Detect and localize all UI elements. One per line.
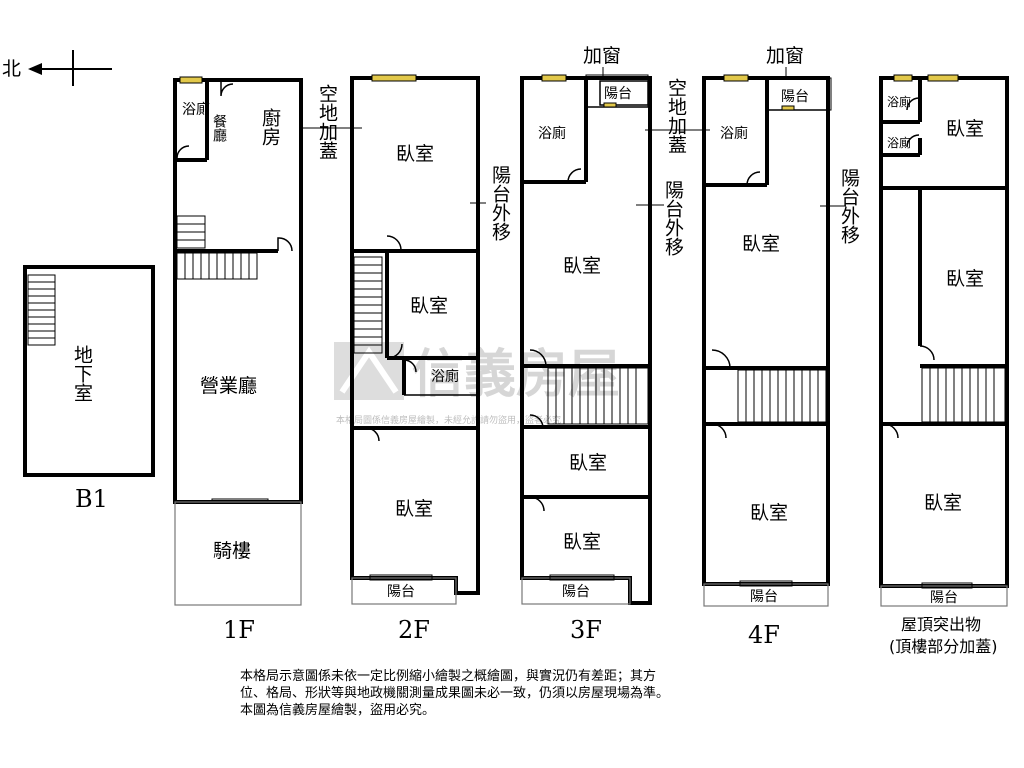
floor-rooftop: 浴廁 浴廁 臥室 臥室 臥室 陽台 屋頂突出物 (頂樓部分加蓋) (879, 74, 1009, 656)
annotation-balcony-moved-3f: 陽台外移 (636, 180, 684, 256)
room-label: 臥室 (924, 492, 962, 514)
window-icon (179, 76, 203, 84)
floor-label: 4F (748, 621, 780, 649)
annotation-text: 加窗 (583, 45, 621, 67)
disclaimer-line: 本格局示意圖係未依一定比例縮小繪製之概繪圖，與實況仍有差距；其方 (240, 669, 657, 684)
room-label: 騎樓 (213, 540, 251, 562)
room-label: 浴廁 (538, 125, 566, 142)
room-label: 臥室 (395, 498, 433, 520)
stairs (547, 367, 649, 425)
stairs (27, 274, 56, 346)
north-arrow-icon (28, 63, 42, 75)
watermark: 信義房屋 本格局圖係信義房屋繪製，未經允許請勿盜用，盜者必究 (334, 342, 620, 426)
disclaimer-line: 位、格局、形狀等與地政機關測量成果圖未必一致，仍須以房屋現場為準。 (240, 686, 670, 701)
room-label: 臥室 (946, 118, 984, 140)
floor-b1: 地下室 B1 (23, 265, 155, 513)
room-label: 浴廁 (887, 135, 911, 150)
room-label: 臥室 (569, 452, 607, 474)
disclaimer-line: 本圖為信義房屋繪製，盜用必究。 (240, 703, 436, 718)
room-label: 浴廁 (431, 368, 459, 385)
room-label: 臥室 (946, 268, 984, 290)
window-icon (371, 74, 417, 82)
room-label: 陽台 (387, 584, 415, 600)
window-icon (603, 102, 617, 108)
window-icon (781, 105, 795, 111)
stairs (353, 256, 383, 354)
annotation-window-3f: 加窗 (583, 45, 621, 80)
annotation-window-4f: 加窗 (766, 45, 804, 80)
stairs (737, 369, 827, 423)
annotation-text: 陽台外移 (489, 165, 511, 241)
annotation-vacant-addition-3f: 空地加蓋 (645, 78, 710, 154)
annotation-text: 陽台外移 (838, 168, 860, 244)
room-label: 陽台 (562, 584, 590, 600)
annotation-text: 陽台外移 (662, 180, 684, 256)
floor-2f: 臥室 臥室 浴廁 臥室 陽台 2F (350, 74, 480, 644)
watermark-logo-icon (334, 342, 404, 400)
floor-label: B1 (75, 485, 108, 513)
room-label: 臥室 (563, 531, 601, 553)
room-label: 臥室 (396, 143, 434, 165)
window-icon (541, 74, 567, 82)
room-label: 浴廁 (182, 101, 210, 118)
watermark-notice: 本格局圖係信義房屋繪製，未經允許請勿盜用，盜者必究 (336, 414, 561, 426)
room-label: 臥室 (563, 255, 601, 277)
room-label: 陽台 (781, 89, 809, 105)
annotation-balcony-moved-4f: 陽台外移 (820, 168, 860, 244)
floor-1f: 浴廁 餐廳 廚房 營業廳 騎樓 1F (173, 76, 303, 644)
floor-label: 屋頂突出物 (901, 615, 981, 634)
annotation-text: 空地加蓋 (665, 78, 687, 154)
room-label: 廚房 (259, 107, 281, 146)
floor-label: 2F (398, 616, 430, 644)
room-label: 營業廳 (200, 375, 257, 397)
stairs (921, 367, 1006, 423)
floor-label: 3F (570, 616, 602, 644)
disclaimer: 本格局示意圖係未依一定比例縮小繪製之概繪圖，與實況仍有差距；其方 位、格局、形狀… (240, 668, 840, 719)
room-label: 地下室 (71, 345, 93, 402)
room-label: 陽台 (750, 589, 778, 605)
window-icon (893, 74, 913, 82)
north-compass: 北 (2, 50, 112, 86)
annotation-text: 空地加蓋 (316, 84, 338, 160)
room-label: 陽台 (604, 86, 632, 102)
north-label: 北 (2, 58, 21, 80)
room-label: 浴廁 (720, 125, 748, 142)
stairs (176, 215, 258, 280)
floor-label: 1F (223, 616, 255, 644)
floor-3f: 陽台 浴廁 臥室 臥室 臥室 陽台 3F (520, 74, 652, 644)
annotation-balcony-moved: 陽台外移 (470, 165, 511, 241)
window-icon (723, 74, 749, 82)
room-label: 臥室 (750, 502, 788, 524)
annotation-text: 加窗 (766, 45, 804, 67)
window-icon (927, 74, 959, 82)
room-label: 餐廳 (211, 114, 227, 143)
room-label: 臥室 (410, 295, 448, 317)
room-label: 臥室 (742, 233, 780, 255)
floor-4f: 陽台 浴廁 臥室 臥室 陽台 4F (702, 74, 832, 649)
room-label: 陽台 (930, 590, 958, 606)
floor-subtitle: (頂樓部分加蓋) (889, 637, 998, 656)
room-label: 浴廁 (887, 94, 911, 109)
